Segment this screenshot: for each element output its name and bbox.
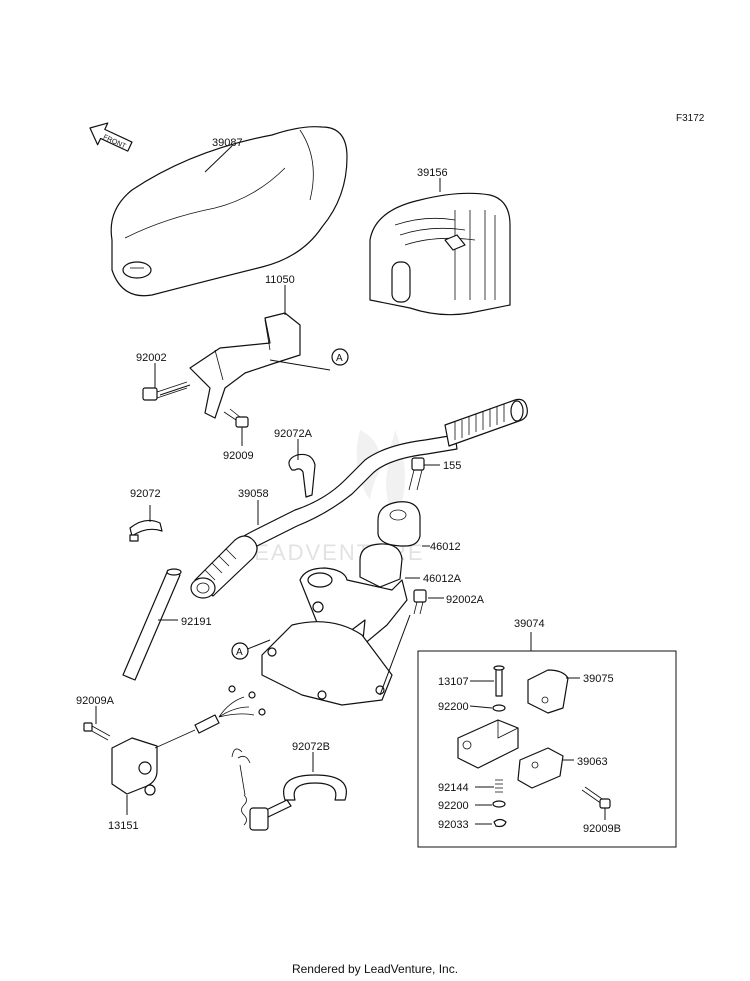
label-92200-bottom: 92200	[438, 800, 469, 812]
label-92002A: 92002A	[446, 594, 485, 606]
label-13151: 13151	[108, 820, 139, 832]
ref-marker-a-top	[331, 348, 349, 366]
label-92072B: 92072B	[292, 741, 330, 753]
label-39087: 39087	[212, 137, 243, 149]
strap-92072B	[231, 748, 347, 831]
clamp-46012	[377, 501, 421, 547]
label-92009: 92009	[223, 450, 254, 462]
label-92009A: 92009A	[76, 695, 115, 707]
ref-marker-a-bottom	[231, 642, 249, 660]
bracket-11050	[189, 312, 301, 419]
label-11050: 11050	[265, 274, 295, 286]
assembly-box-39074	[417, 650, 677, 848]
riser-46012A	[261, 543, 408, 706]
pad-39087	[110, 126, 348, 297]
bolt-92002A	[413, 589, 427, 615]
strap-92072	[129, 519, 163, 542]
bolt-92009	[223, 408, 249, 428]
label-155: 155	[443, 460, 461, 472]
spring-92144	[495, 779, 503, 793]
handlebar-39058	[190, 398, 528, 599]
clip-92033	[493, 818, 507, 828]
figure-code: F3172	[676, 113, 705, 124]
leader-ref-a1	[269, 359, 331, 371]
label-92191: 92191	[181, 616, 212, 628]
ref-marker-a-top-text: A	[336, 353, 343, 364]
ref-marker-a-bottom-text: A	[236, 647, 243, 658]
label-92033: 92033	[438, 819, 469, 831]
screw-92009B	[581, 786, 611, 809]
label-39074: 39074	[514, 618, 545, 630]
label-39063: 39063	[577, 756, 608, 768]
label-46012A: 46012A	[423, 573, 462, 585]
footer-credit: Rendered by LeadVenture, Inc.	[291, 962, 459, 976]
washer-92200-top	[492, 704, 506, 712]
label-39058: 39058	[238, 488, 269, 500]
label-92200-top: 92200	[438, 701, 469, 713]
label-92002: 92002	[136, 352, 167, 364]
label-92144: 92144	[438, 782, 469, 794]
label-39156: 39156	[417, 167, 448, 179]
front-arrow-icon: FRONT	[89, 122, 133, 152]
screw-92009A	[83, 722, 111, 741]
switch-body	[457, 719, 519, 769]
washer-92200-bottom	[492, 800, 506, 808]
leader-92200-top	[469, 705, 493, 709]
boot-39156	[369, 192, 511, 316]
lever-39075	[527, 669, 569, 714]
bolt-155	[408, 457, 425, 491]
cover-39063	[517, 747, 564, 789]
label-13107: 13107	[438, 676, 469, 688]
label-92072A: 92072A	[274, 428, 313, 440]
label-92009B: 92009B	[583, 823, 621, 835]
bolt-92002	[142, 381, 188, 401]
leader-39087	[204, 145, 233, 173]
label-46012: 46012	[430, 541, 461, 553]
switch-13151	[111, 685, 266, 796]
clamp-92072A	[288, 453, 316, 498]
label-92072: 92072	[130, 488, 161, 500]
label-39075: 39075	[583, 673, 614, 685]
tube-92191	[122, 568, 182, 681]
leader-92002	[159, 384, 191, 396]
pin-13107	[493, 665, 505, 697]
